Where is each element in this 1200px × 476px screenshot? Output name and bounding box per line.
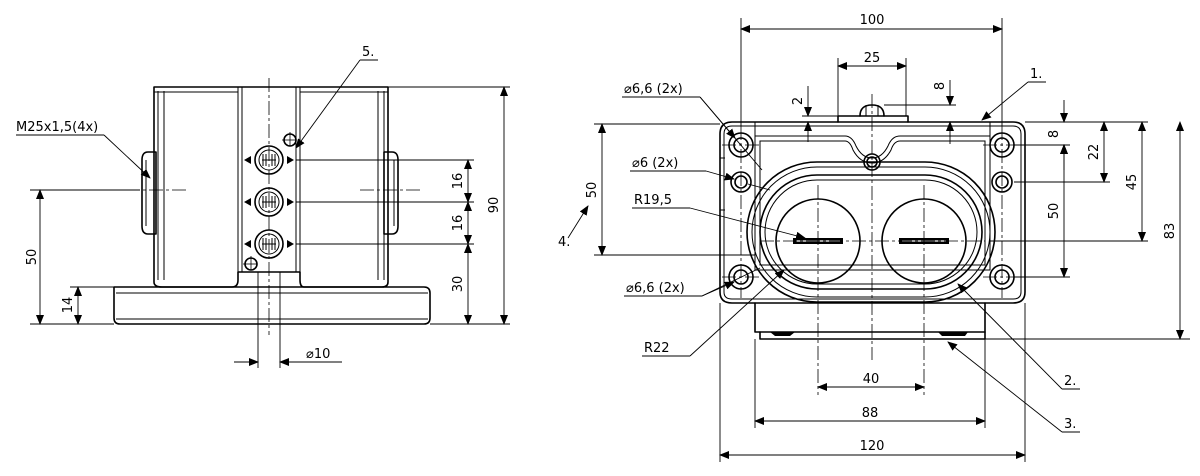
callout-3: 3. [1064, 417, 1076, 432]
front-flange-outline [719, 121, 1026, 304]
dim-90: 90 [487, 197, 502, 214]
dim-16-lower: 16 [451, 215, 466, 232]
dim-14: 14 [61, 297, 76, 314]
dim-40: 40 [863, 372, 880, 387]
dim-8-top: 8 [933, 82, 948, 90]
dim-22: 22 [1087, 144, 1102, 161]
hole-66-top-label: ⌀6,6 (2x) [624, 82, 683, 97]
dim-8-right: 8 [1047, 130, 1062, 138]
callout-1: 1. [1030, 67, 1042, 82]
dim-120: 120 [860, 439, 885, 454]
dim-25: 25 [864, 51, 881, 66]
radius-22-label: R22 [644, 341, 670, 356]
side-view: M25x1,5(4x) 5. 16 16 30 90 50 14 ⌀ [16, 45, 510, 368]
dim-100: 100 [860, 13, 885, 28]
hole-6-label: ⌀6 (2x) [632, 156, 678, 171]
callout-2: 2. [1064, 374, 1076, 389]
dim-dia-10: ⌀10 [306, 347, 330, 362]
callout-4: 4. [558, 235, 570, 250]
side-base-plate [113, 286, 431, 325]
hole-66-bottom-label: ⌀6,6 (2x) [626, 281, 685, 296]
radius-19-5-label: R19,5 [634, 193, 672, 208]
dim-83: 83 [1163, 223, 1178, 240]
callout-5: 5. [362, 45, 374, 60]
dim-50-right: 50 [1047, 203, 1062, 220]
dim-2: 2 [791, 97, 806, 105]
dim-45: 45 [1125, 174, 1140, 191]
thread-label: M25x1,5(4x) [16, 120, 98, 135]
oval-outer [746, 161, 996, 303]
dim-30: 30 [451, 276, 466, 293]
dim-50-side: 50 [25, 249, 40, 266]
dim-16-upper: 16 [451, 173, 466, 190]
front-view: 100 25 2 8 1. 8 50 22 45 [558, 13, 1190, 462]
dim-50-left: 50 [585, 182, 600, 199]
dim-88: 88 [862, 406, 879, 421]
side-body [153, 86, 389, 288]
